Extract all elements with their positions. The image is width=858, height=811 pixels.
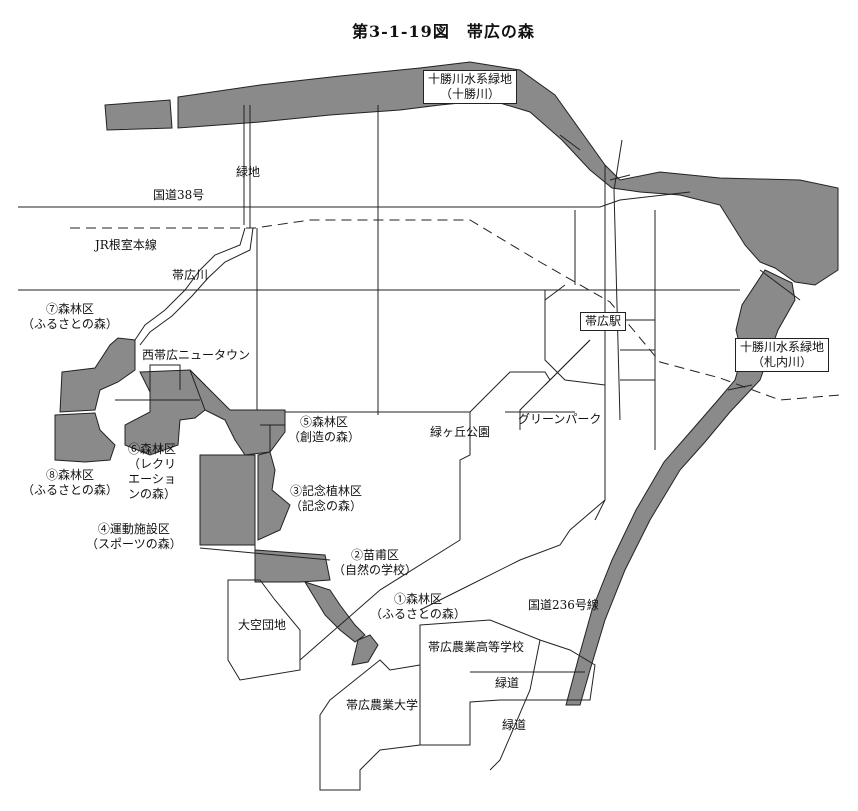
forest-zone-1: [303, 581, 366, 643]
label-zone-4: ④運動施設区 （スポーツの森）: [86, 522, 182, 551]
forest-zone-4: [199, 454, 256, 546]
road-zone5-inner: [260, 424, 285, 452]
label-jr-line: JR根室本線: [95, 238, 157, 252]
route-38-road: [18, 191, 691, 208]
road-diag-southwest: [299, 539, 461, 661]
forest-zone-3: [257, 451, 291, 541]
label-ryokudo-1: 緑道: [495, 676, 520, 690]
label-midorigaoka-park: 緑ヶ丘公園: [430, 425, 491, 439]
road-ryokudo: [470, 639, 585, 771]
road-agri-high: [419, 619, 596, 746]
label-route-236: 国道236号線: [528, 598, 599, 612]
satsunai-river: [565, 269, 796, 706]
label-agri-university: 帯広農業大学: [346, 698, 419, 712]
obihiro-river: [134, 227, 254, 346]
tokachi-river-west: [104, 99, 173, 131]
label-zone-6: ⑥森林区 （レクリ エーショ ンの森）: [128, 442, 177, 501]
road-river-cross: [559, 134, 801, 391]
label-obihiro-station: 帯広駅: [580, 312, 627, 331]
label-obihiro-river: 帯広川: [172, 268, 209, 282]
road-agri-univ: [319, 659, 421, 791]
label-zone-2: ②苗甫区 （自然の学校）: [333, 548, 418, 577]
label-ozora-danchi: 大空団地: [238, 618, 287, 632]
forest-zone-small: [351, 634, 379, 666]
label-nishi-obihiro: 西帯広ニュータウン: [142, 348, 251, 362]
label-zone-5: ⑤森林区 （創造の森）: [288, 415, 361, 444]
label-ryokuchi-north: 緑地: [236, 165, 261, 179]
label-zone-8: ⑧森林区 （ふるさとの森）: [22, 468, 118, 497]
road-midorigaoka: [285, 339, 591, 540]
forest-zone-2: [254, 549, 331, 583]
label-zone-3: ③記念植林区 （記念の森）: [290, 484, 363, 513]
road-station-block: [544, 284, 655, 386]
label-route-38: 国道38号: [153, 188, 205, 202]
road-v-620: [613, 139, 623, 421]
road-west-block: [115, 364, 200, 412]
label-agri-high-school: 帯広農業高等学校: [428, 640, 525, 654]
label-satsunai-river: 十勝川水系緑地 （札内川）: [735, 338, 830, 372]
road-diag-south: [419, 339, 606, 611]
road-v-605: [594, 165, 606, 521]
road-ozora: [227, 579, 301, 681]
forest-zone-8: [54, 412, 116, 463]
page-title: 第3-1-19図 帯広の森: [352, 22, 535, 41]
label-zone-1: ①森林区 （ふるさとの森）: [370, 592, 466, 621]
label-zone-7: ⑦森林区 （ふるさとの森）: [22, 302, 118, 331]
forest-zone-5: [189, 369, 286, 456]
green-strip-north: [243, 105, 251, 228]
forest-zone-7: [59, 337, 136, 413]
label-ryokudo-2: 緑道: [502, 718, 527, 732]
label-green-park: グリーンパーク: [518, 412, 602, 426]
jr-line: [70, 219, 841, 401]
road-zone-dividers: [199, 455, 331, 582]
label-tokachi-river: 十勝川水系緑地 （十勝川）: [423, 70, 518, 104]
